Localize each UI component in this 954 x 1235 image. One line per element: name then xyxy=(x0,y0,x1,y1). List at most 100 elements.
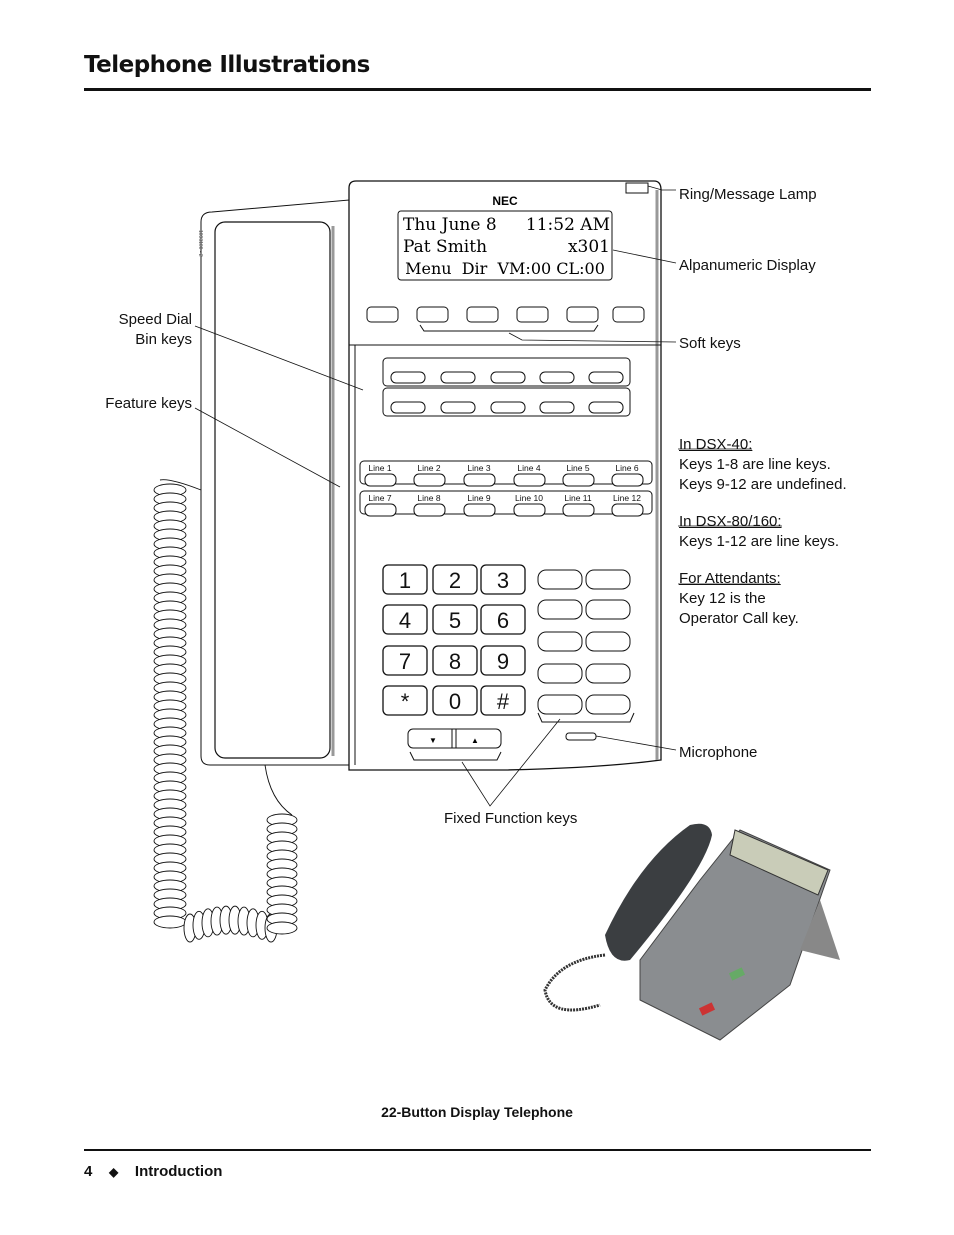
line-key[interactable] xyxy=(513,473,546,487)
dial-key[interactable] xyxy=(432,685,478,716)
dial-key-label: 7 xyxy=(399,649,411,674)
dial-key[interactable] xyxy=(480,604,526,635)
soft-key[interactable] xyxy=(466,306,499,323)
alphanumeric-display xyxy=(397,210,613,281)
figure-caption: 22-Button Display Telephone xyxy=(381,1104,573,1120)
line-key[interactable] xyxy=(463,473,496,487)
dial-key[interactable] xyxy=(432,564,478,595)
fixed-function-key[interactable] xyxy=(585,694,631,715)
line-key[interactable] xyxy=(364,503,397,517)
dsx80-note: In DSX-80/160: Keys 1-12 are line keys. xyxy=(679,512,839,552)
display-line2-right: x301 xyxy=(568,237,610,257)
line-key[interactable] xyxy=(562,473,595,487)
dial-key-label: 3 xyxy=(497,568,509,593)
speed-dial-key[interactable] xyxy=(390,371,426,384)
dial-key[interactable] xyxy=(480,564,526,595)
speed-dial-key[interactable] xyxy=(588,401,624,414)
speed-dial-key[interactable] xyxy=(490,371,526,384)
ring-message-lamp xyxy=(625,182,649,194)
line-key[interactable] xyxy=(513,503,546,517)
speed-dial-key[interactable] xyxy=(390,401,426,414)
line-key-label: Line 1 xyxy=(368,463,391,473)
callout-fixed-keys: Fixed Function keys xyxy=(444,810,578,827)
speed-dial-line1: Speed Dial xyxy=(118,311,192,328)
fixed-function-key[interactable] xyxy=(537,569,583,590)
callout-ring-lamp: Ring/Message Lamp xyxy=(679,186,817,203)
dial-key-label: 8 xyxy=(449,649,461,674)
footer: 4 ◆ Introduction xyxy=(84,1163,222,1180)
fixed-function-key[interactable] xyxy=(585,663,631,684)
dial-key-label: 1 xyxy=(399,568,411,593)
line-key[interactable] xyxy=(364,473,397,487)
dial-key-label: 9 xyxy=(497,649,509,674)
speed-dial-group xyxy=(382,357,631,387)
attendant-heading: For Attendants: xyxy=(679,570,781,587)
dsx40-line1: Keys 1-8 are line keys. xyxy=(679,456,831,473)
speed-dial-key[interactable] xyxy=(539,371,575,384)
display-line1-right: 11:52 AM xyxy=(526,215,610,235)
figure-id: 1093100 - 2 xyxy=(197,230,203,257)
callout-microphone: Microphone xyxy=(679,744,758,761)
line-key[interactable] xyxy=(611,503,644,517)
handset-cord xyxy=(153,479,298,943)
dial-key[interactable] xyxy=(480,685,526,716)
soft-key[interactable] xyxy=(612,306,645,323)
callout-lines xyxy=(194,185,782,807)
dial-key-label: 2 xyxy=(449,568,461,593)
fixed-function-key[interactable] xyxy=(537,631,583,652)
microphone-icon xyxy=(565,732,597,741)
speed-dial-key[interactable] xyxy=(490,401,526,414)
soft-key[interactable] xyxy=(366,306,399,323)
dial-key[interactable] xyxy=(480,645,526,676)
speed-dial-key[interactable] xyxy=(440,371,476,384)
line-key-label: Line 12 xyxy=(613,493,641,503)
fixed-function-key[interactable] xyxy=(585,599,631,620)
section-name: Introduction xyxy=(134,1163,223,1180)
attendant-line1: Key 12 is the xyxy=(679,590,766,607)
fixed-function-key[interactable] xyxy=(537,599,583,620)
attendant-line2: Operator Call key. xyxy=(679,610,799,627)
page-number: 4 xyxy=(84,1163,93,1180)
soft-key[interactable] xyxy=(416,306,449,323)
dsx80-heading: In DSX-80/160: xyxy=(679,513,782,530)
line-key-label: Line 9 xyxy=(467,493,490,503)
fixed-function-key[interactable] xyxy=(537,663,583,684)
dial-key-label: * xyxy=(401,689,410,714)
dial-key-label: 6 xyxy=(497,608,509,633)
line-key-group xyxy=(359,490,653,515)
dial-key[interactable] xyxy=(432,604,478,635)
header-rule xyxy=(84,88,871,91)
dial-key[interactable] xyxy=(382,685,428,716)
line-key-group xyxy=(359,460,653,485)
dial-key[interactable] xyxy=(382,604,428,635)
arrow-down-icon: ▼ xyxy=(429,736,437,745)
line-key-label: Line 6 xyxy=(615,463,638,473)
dial-key[interactable] xyxy=(432,645,478,676)
dial-key[interactable] xyxy=(382,564,428,595)
footer-rule xyxy=(84,1149,871,1151)
dial-key[interactable] xyxy=(382,645,428,676)
line-key-label: Line 7 xyxy=(368,493,391,503)
line-key[interactable] xyxy=(413,473,446,487)
soft-key[interactable] xyxy=(566,306,599,323)
speed-dial-group xyxy=(382,387,631,417)
line-key[interactable] xyxy=(611,473,644,487)
dial-key-label: 0 xyxy=(449,689,461,714)
line-key-label: Line 10 xyxy=(515,493,543,503)
speed-dial-key[interactable] xyxy=(440,401,476,414)
line-key[interactable] xyxy=(413,503,446,517)
dsx40-line2: Keys 9-12 are undefined. xyxy=(679,476,847,493)
fixed-function-key[interactable] xyxy=(537,694,583,715)
fixed-function-key[interactable] xyxy=(585,631,631,652)
fixed-function-key[interactable] xyxy=(585,569,631,590)
line-key[interactable] xyxy=(463,503,496,517)
soft-key[interactable] xyxy=(516,306,549,323)
callout-soft-keys: Soft keys xyxy=(679,335,741,352)
page-title: Telephone Illustrations xyxy=(84,52,370,78)
attendant-note: For Attendants: Key 12 is the Operator C… xyxy=(679,569,799,629)
volume-arrow-keys[interactable] xyxy=(407,728,502,749)
speed-dial-key[interactable] xyxy=(588,371,624,384)
line-key[interactable] xyxy=(562,503,595,517)
speed-dial-key[interactable] xyxy=(539,401,575,414)
